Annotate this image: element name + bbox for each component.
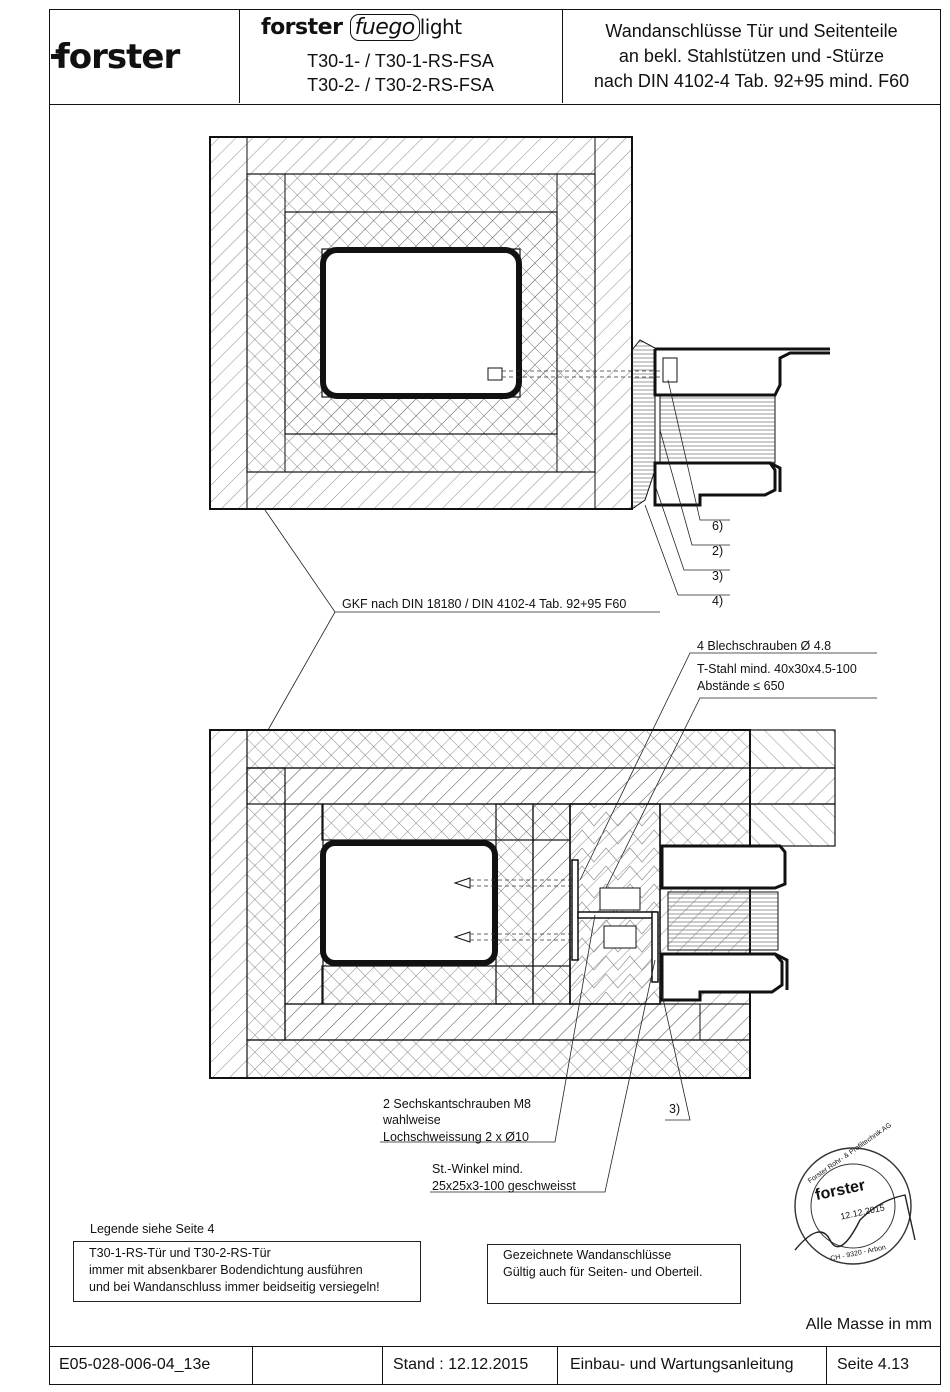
winkel-label-1: St.-Winkel mind.: [432, 1162, 523, 1176]
note-box: Gezeichnete Wandanschlüsse Gültig auch f…: [487, 1244, 741, 1304]
legend-line-3: und bei Wandanschluss immer beidseitig v…: [89, 1280, 380, 1294]
callout-4: 4): [712, 594, 724, 608]
footer-blank: [252, 1347, 383, 1384]
forster-logo: forster: [50, 37, 180, 77]
model-line-2: T30-2- / T30-2-RS-FSA: [307, 75, 494, 95]
note-line-1: Gezeichnete Wandanschlüsse: [503, 1248, 672, 1262]
drawing-frame: [49, 9, 941, 1385]
stand-date: Stand : 12.12.2015: [382, 1347, 558, 1384]
page-number: Seite 4.13: [826, 1347, 942, 1384]
steel-tube-bottom: [320, 840, 498, 966]
manual-title: Einbau- und Wartungsanleitung: [557, 1347, 835, 1384]
company-stamp: [794, 1147, 916, 1265]
note-line-2: Gültig auch für Seiten- und Oberteil.: [503, 1265, 703, 1279]
bottom-section: [209, 729, 836, 1193]
gkf-label: GKF nach DIN 18180 / DIN 4102-4 Tab. 92+…: [342, 597, 627, 611]
legend-title: Legende siehe Seite 4: [90, 1222, 215, 1236]
blechschrauben-label: 4 Blechschrauben Ø 4.8: [697, 639, 832, 653]
logo-cell: forster: [49, 9, 240, 103]
sechskant-label-2: wahlweise: [383, 1113, 441, 1127]
sechskant-label-3: Lochschweissung 2 x Ø10: [383, 1130, 529, 1144]
legend-line-2: immer mit absenkbarer Bodendichtung ausf…: [89, 1263, 363, 1277]
callout-3b: 3): [669, 1102, 681, 1116]
sechskant-label-1: 2 Sechskantschrauben M8: [383, 1097, 532, 1111]
doc-id: E05-028-006-04_13e: [59, 1356, 211, 1373]
model-line-1: T30-1- / T30-1-RS-FSA: [307, 51, 494, 71]
tstahl-label-2: Abstände ≤ 650: [697, 679, 785, 693]
tstahl-label-1: T-Stahl mind. 40x30x4.5-100: [697, 662, 857, 676]
title-cell: Wandanschlüsse Tür und Seitenteile an be…: [562, 9, 941, 103]
callout-3: 3): [712, 569, 724, 583]
product-line: fuego: [349, 14, 420, 41]
callout-2: 2): [712, 544, 724, 558]
product-suffix: light: [419, 15, 462, 39]
steel-tube-top: [320, 247, 522, 399]
title-line-1: Wandanschlüsse Tür und Seitenteile: [605, 21, 898, 41]
legend-box: T30-1-RS-Tür und T30-2-RS-Tür immer mit …: [73, 1241, 421, 1302]
title-line-2: an bekl. Stahlstützen und -Stürze: [618, 46, 885, 66]
product-brand: forster: [261, 15, 343, 40]
dimension-note: Alle Masse in mm: [805, 1316, 932, 1333]
title-line-3: nach DIN 4102-4 Tab. 92+95 mind. F60: [593, 71, 910, 91]
top-section: [209, 136, 830, 596]
legend-line-1: T30-1-RS-Tür und T30-2-RS-Tür: [89, 1246, 271, 1260]
footer-block: E05-028-006-04_13e Stand : 12.12.2015 Ei…: [49, 1346, 941, 1385]
winkel-label-2: 25x25x3-100 geschweisst: [432, 1179, 576, 1193]
callout-6: 6): [712, 519, 724, 533]
